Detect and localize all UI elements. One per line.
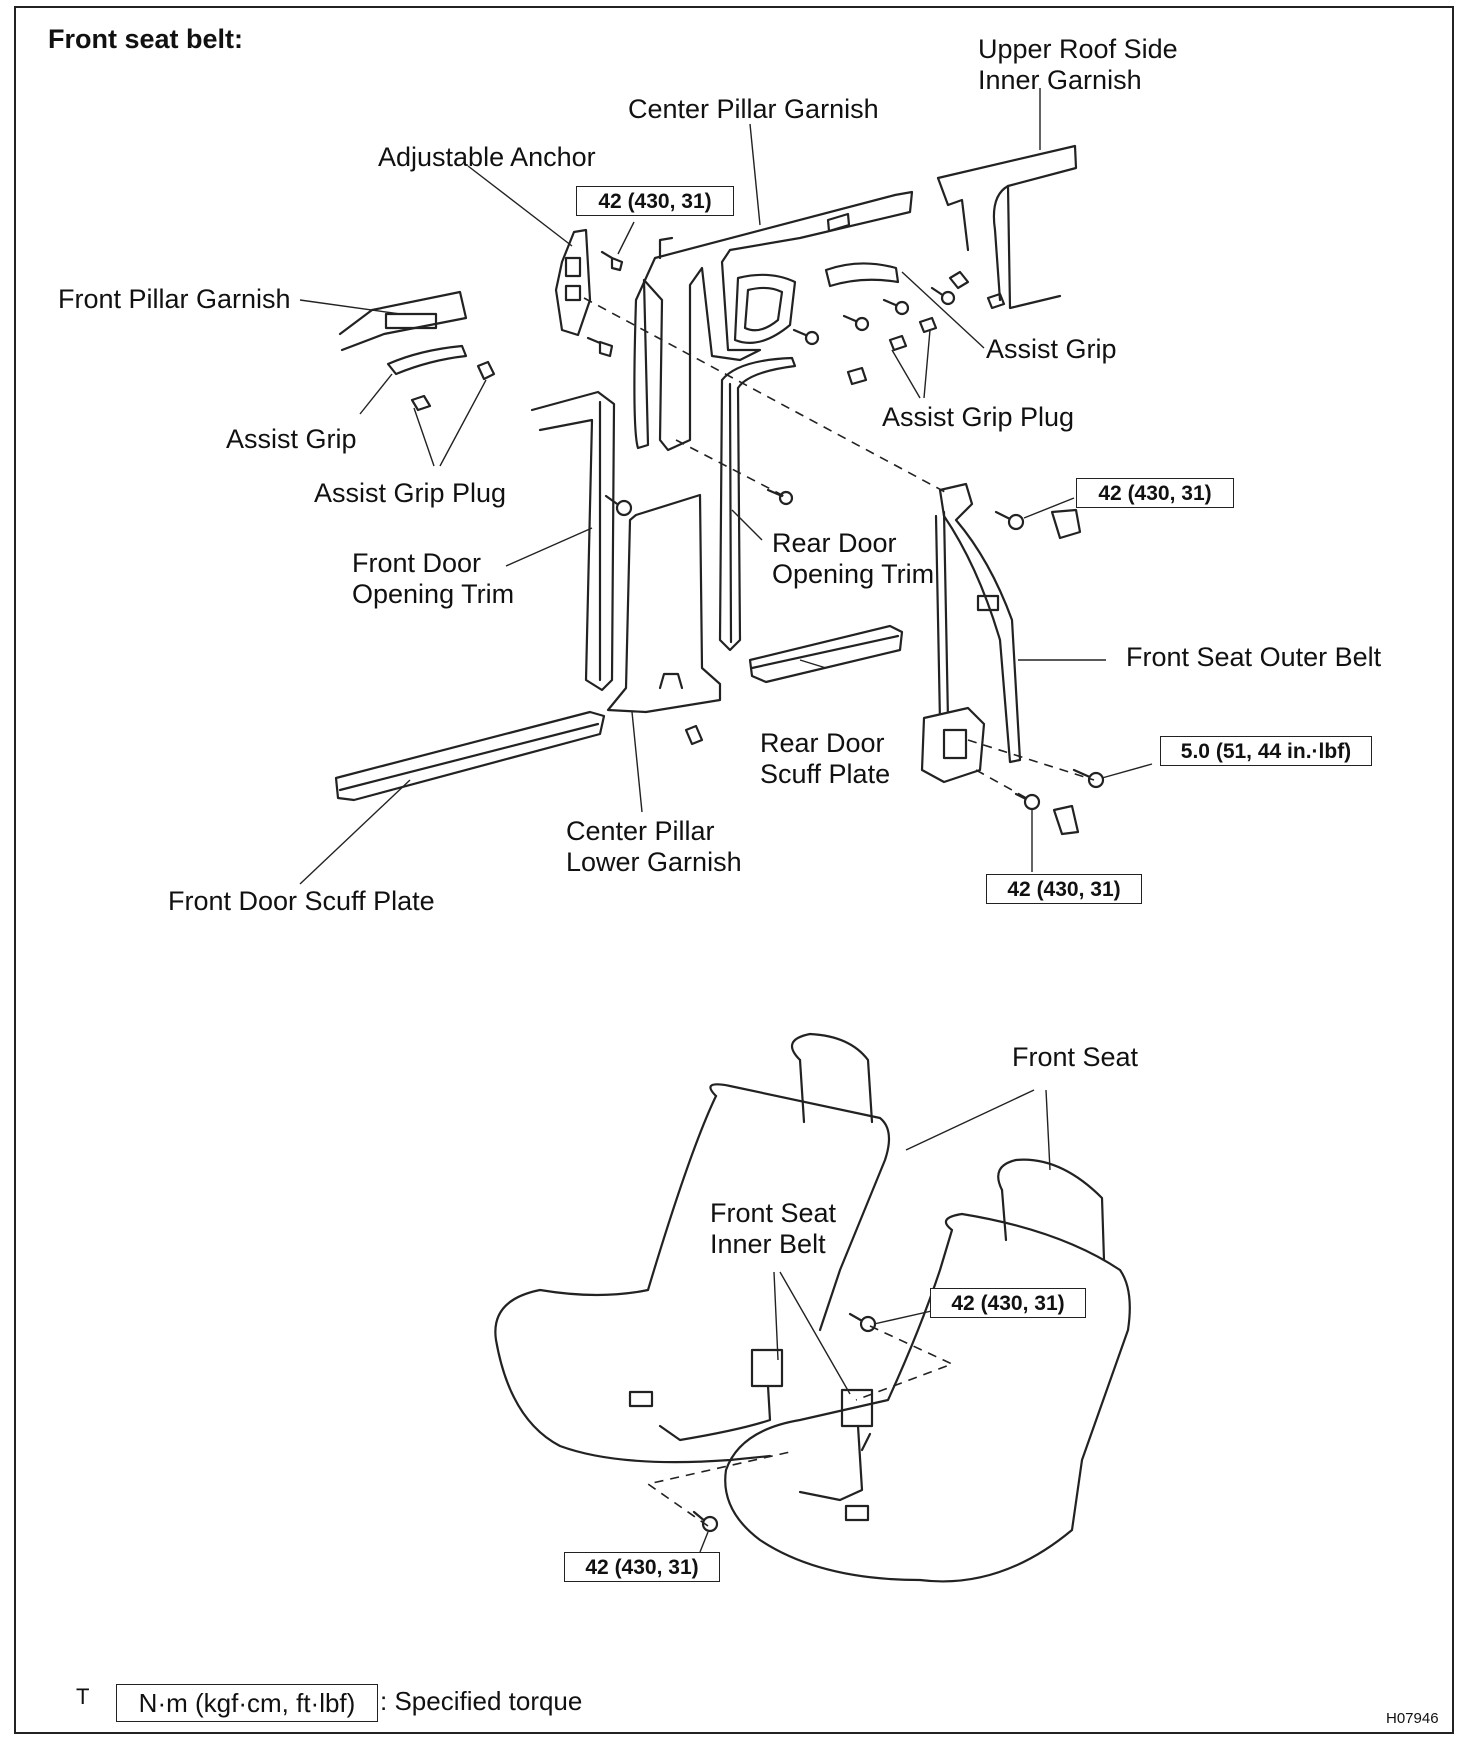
label-front-seat: Front Seat	[1012, 1042, 1139, 1072]
torque-inner-belt-left: 42 (430, 31)	[564, 1552, 720, 1582]
rear-door-opening-trim-part	[718, 356, 797, 652]
upper-roof-side-inner-garnish-part	[936, 144, 1078, 310]
front-seat-outer-belt-part	[920, 482, 1082, 836]
torque-outer-belt-lower: 42 (430, 31)	[986, 874, 1142, 904]
label-rear-door-scuff-plate: Rear Door Scuff Plate	[760, 728, 891, 789]
label-assist-grip-plug-left: Assist Grip Plug	[314, 478, 507, 508]
center-pillar-lower-garnish-part	[606, 493, 722, 714]
assist-grip-right-part	[824, 262, 1006, 386]
front-seat-left-part	[494, 1032, 891, 1464]
front-door-opening-trim-part	[530, 390, 616, 692]
front-seat-right-part	[724, 1158, 1131, 1583]
label-assist-grip-left: Assist Grip	[226, 424, 357, 454]
label-center-pillar-garnish: Center Pillar Garnish	[628, 94, 879, 124]
front-door-scuff-plate-part	[334, 710, 606, 802]
belt-screws	[604, 488, 1105, 811]
diagram-title: Front seat belt:	[48, 24, 244, 54]
label-assist-grip-right: Assist Grip	[986, 334, 1117, 364]
torque-outer-belt-upper: 42 (430, 31)	[1076, 478, 1234, 508]
label-front-door-scuff-plate: Front Door Scuff Plate	[168, 886, 435, 916]
legend-description: : Specified torque	[380, 1686, 583, 1716]
leader-lines	[299, 88, 1153, 1553]
label-assist-grip-plug-right: Assist Grip Plug	[882, 402, 1075, 432]
label-rear-door-opening-trim: Rear Door Opening Trim	[772, 528, 935, 589]
label-front-seat-inner-belt: Front Seat Inner Belt	[710, 1198, 837, 1259]
torque-adjustable-anchor: 42 (430, 31)	[576, 186, 734, 216]
label-upper-roof-side-inner-garnish: Upper Roof Side Inner Garnish	[978, 34, 1178, 95]
adjustable-anchor-part	[554, 228, 624, 358]
legend-marker: T	[76, 1684, 90, 1709]
label-front-door-opening-trim: Front Door Opening Trim	[352, 548, 515, 609]
inner-belt-screws	[646, 1312, 955, 1533]
torque-inner-belt-right: 42 (430, 31)	[930, 1288, 1086, 1318]
front-pillar-garnish-part	[338, 290, 496, 412]
front-seat-inner-belt-part	[628, 1348, 874, 1522]
assembly-dashed-lines	[583, 297, 1095, 801]
label-front-seat-outer-belt: Front Seat Outer Belt	[1126, 642, 1382, 672]
center-pillar-garnish-part	[633, 190, 914, 452]
legend-unit-box: N·m (kgf·cm, ft·lbf)	[116, 1684, 378, 1722]
rear-door-scuff-plate-part	[684, 624, 904, 746]
diagram-frame	[14, 6, 1454, 1734]
label-center-pillar-lower-garnish: Center Pillar Lower Garnish	[566, 816, 742, 877]
grip-screws	[792, 286, 956, 346]
figure-code: H07946	[1386, 1710, 1439, 1727]
torque-retractor: 5.0 (51, 44 in.·lbf)	[1160, 736, 1372, 766]
label-front-pillar-garnish: Front Pillar Garnish	[58, 284, 291, 314]
label-adjustable-anchor: Adjustable Anchor	[378, 142, 596, 172]
